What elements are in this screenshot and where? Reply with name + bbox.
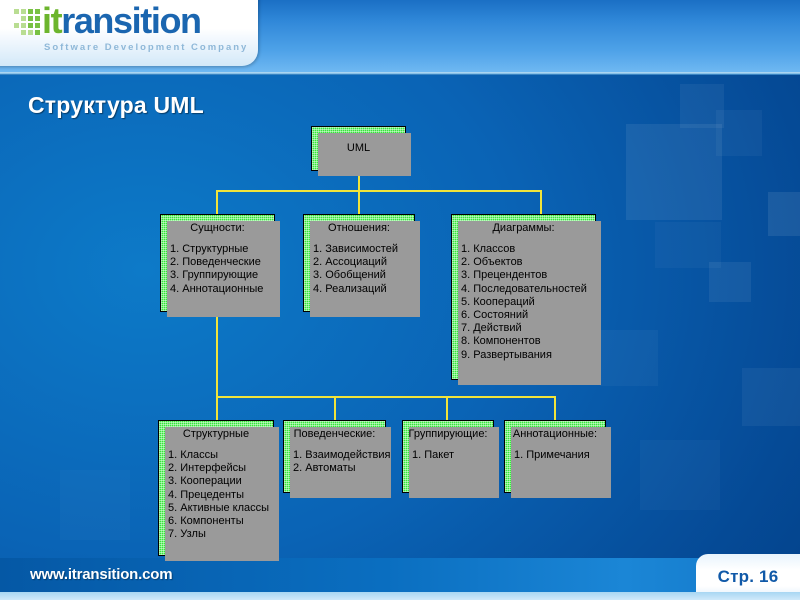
list-item: 1. Классов	[461, 243, 516, 255]
connector-to-entities	[216, 190, 218, 216]
header-underline	[0, 72, 800, 75]
list-item: 1. Структурные	[170, 243, 249, 255]
node-title: Структурные	[182, 428, 250, 440]
list-item: 1. Примечания	[514, 449, 590, 461]
list-item: 6. Состояний	[461, 309, 529, 322]
logo-plate: itransition Software Development Company	[0, 0, 258, 66]
node-title: Аннотационные:	[512, 428, 598, 440]
node-uml-root[interactable]: UML	[311, 126, 411, 176]
logo-word-ransition: ransition	[61, 0, 202, 41]
node-entities[interactable]: Сущности: 1. Структурные 2. Поведенчески…	[160, 214, 280, 317]
list-item: 4. Аннотационные	[170, 282, 264, 295]
list-item: 3. Кооперации	[168, 475, 242, 488]
list-item: 6. Компоненты	[168, 515, 244, 528]
list-item: 4. Прецеденты	[168, 488, 244, 501]
list-item: 5. Коопераций	[461, 295, 535, 308]
node-behavioral[interactable]: Поведенческие: 1. Взаимодействия 2. Авто…	[283, 420, 391, 498]
connector-to-diagrams	[540, 190, 542, 216]
footer-band	[0, 558, 800, 592]
node-annotation[interactable]: Аннотационные: 1. Примечания	[504, 420, 611, 498]
node-item-list: 1. Взаимодействия 2. Автоматы	[284, 441, 391, 475]
list-item: 3. Прецендентов	[461, 269, 548, 282]
list-item: 7. Узлы	[168, 528, 206, 541]
list-item: 2. Ассоциаций	[313, 256, 387, 269]
node-shadow	[165, 427, 279, 561]
list-item: 8. Компонентов	[461, 335, 541, 348]
connector-root-stem	[358, 170, 360, 192]
node-title: Поведенческие:	[293, 428, 376, 440]
node-item-list: 1. Примечания	[505, 441, 605, 462]
list-item: 4. Реализаций	[313, 282, 387, 295]
footer-rule	[0, 592, 800, 600]
connector-to-relations	[358, 190, 360, 216]
decorative-square	[742, 368, 800, 426]
node-shadow	[290, 427, 391, 498]
page-number-label: Стр. 16	[717, 567, 779, 586]
decorative-square	[626, 124, 722, 220]
connector-entities-stem	[216, 312, 218, 422]
node-title: Диаграммы:	[492, 222, 555, 234]
list-item: 2. Объектов	[461, 256, 523, 269]
node-title: Сущности:	[190, 222, 245, 234]
list-item: 7. Действий	[461, 322, 522, 335]
connector-to-annotation	[554, 396, 556, 422]
list-item: 3. Обобщений	[313, 269, 386, 282]
node-shadow	[310, 221, 420, 317]
node-diagrams[interactable]: Диаграммы: 1. Классов 2. Объектов 3. Пре…	[451, 214, 601, 385]
node-item-list: 1. Пакет	[403, 441, 493, 462]
connector-to-behavioral	[334, 396, 336, 422]
node-grouping[interactable]: Группирующие: 1. Пакет	[402, 420, 499, 498]
footer-url[interactable]: www.itransition.com	[30, 566, 173, 583]
node-shadow	[167, 221, 280, 317]
list-item: 2. Автоматы	[293, 462, 356, 475]
pixel-grid-icon	[14, 9, 40, 35]
list-item: 1. Классы	[168, 449, 219, 461]
page-title: Структура UML	[28, 92, 204, 118]
node-title: UML	[346, 142, 371, 154]
logo-word-it: it	[42, 0, 63, 41]
connector-level2-bus	[216, 190, 542, 192]
list-item: 9. Развертывания	[461, 348, 552, 361]
node-item-list: 1. Зависимостей 2. Ассоциаций 3. Обобщен…	[304, 235, 414, 296]
list-item: 5. Активные классы	[168, 501, 270, 514]
node-structural[interactable]: Структурные 1. Классы 2. Интерфейсы 3. К…	[158, 420, 279, 561]
list-item: 1. Зависимостей	[313, 243, 398, 255]
decorative-square	[680, 84, 724, 128]
list-item: 4. Последовательностей	[461, 282, 587, 295]
node-shadow	[458, 221, 601, 385]
decorative-square	[600, 330, 658, 386]
node-item-list: 1. Структурные 2. Поведенческие 3. Групп…	[161, 235, 274, 296]
node-title: Отношения:	[328, 222, 390, 234]
list-item: 1. Пакет	[412, 449, 454, 461]
list-item: 2. Поведенческие	[170, 256, 261, 269]
node-item-list: 1. Классов 2. Объектов 3. Прецендентов 4…	[452, 235, 595, 362]
list-item: 3. Группирующие	[170, 269, 259, 282]
node-item-list: 1. Классы 2. Интерфейсы 3. Кооперации 4.…	[159, 441, 273, 541]
node-shadow	[409, 427, 499, 498]
list-item: 1. Взаимодействия	[293, 449, 391, 461]
logo-tagline: Software Development Company	[44, 42, 249, 53]
node-shadow	[318, 133, 411, 176]
decorative-square	[716, 110, 762, 156]
connector-level3-bus	[216, 396, 556, 398]
node-title: Группирующие:	[408, 428, 488, 440]
logo-wordmark: itransition	[42, 0, 202, 41]
list-item: 2. Интерфейсы	[168, 462, 247, 475]
node-shadow	[511, 427, 611, 498]
connector-to-grouping	[446, 396, 448, 422]
decorative-square	[709, 262, 751, 302]
decorative-square	[768, 192, 800, 236]
node-relations[interactable]: Отношения: 1. Зависимостей 2. Ассоциаций…	[303, 214, 420, 317]
